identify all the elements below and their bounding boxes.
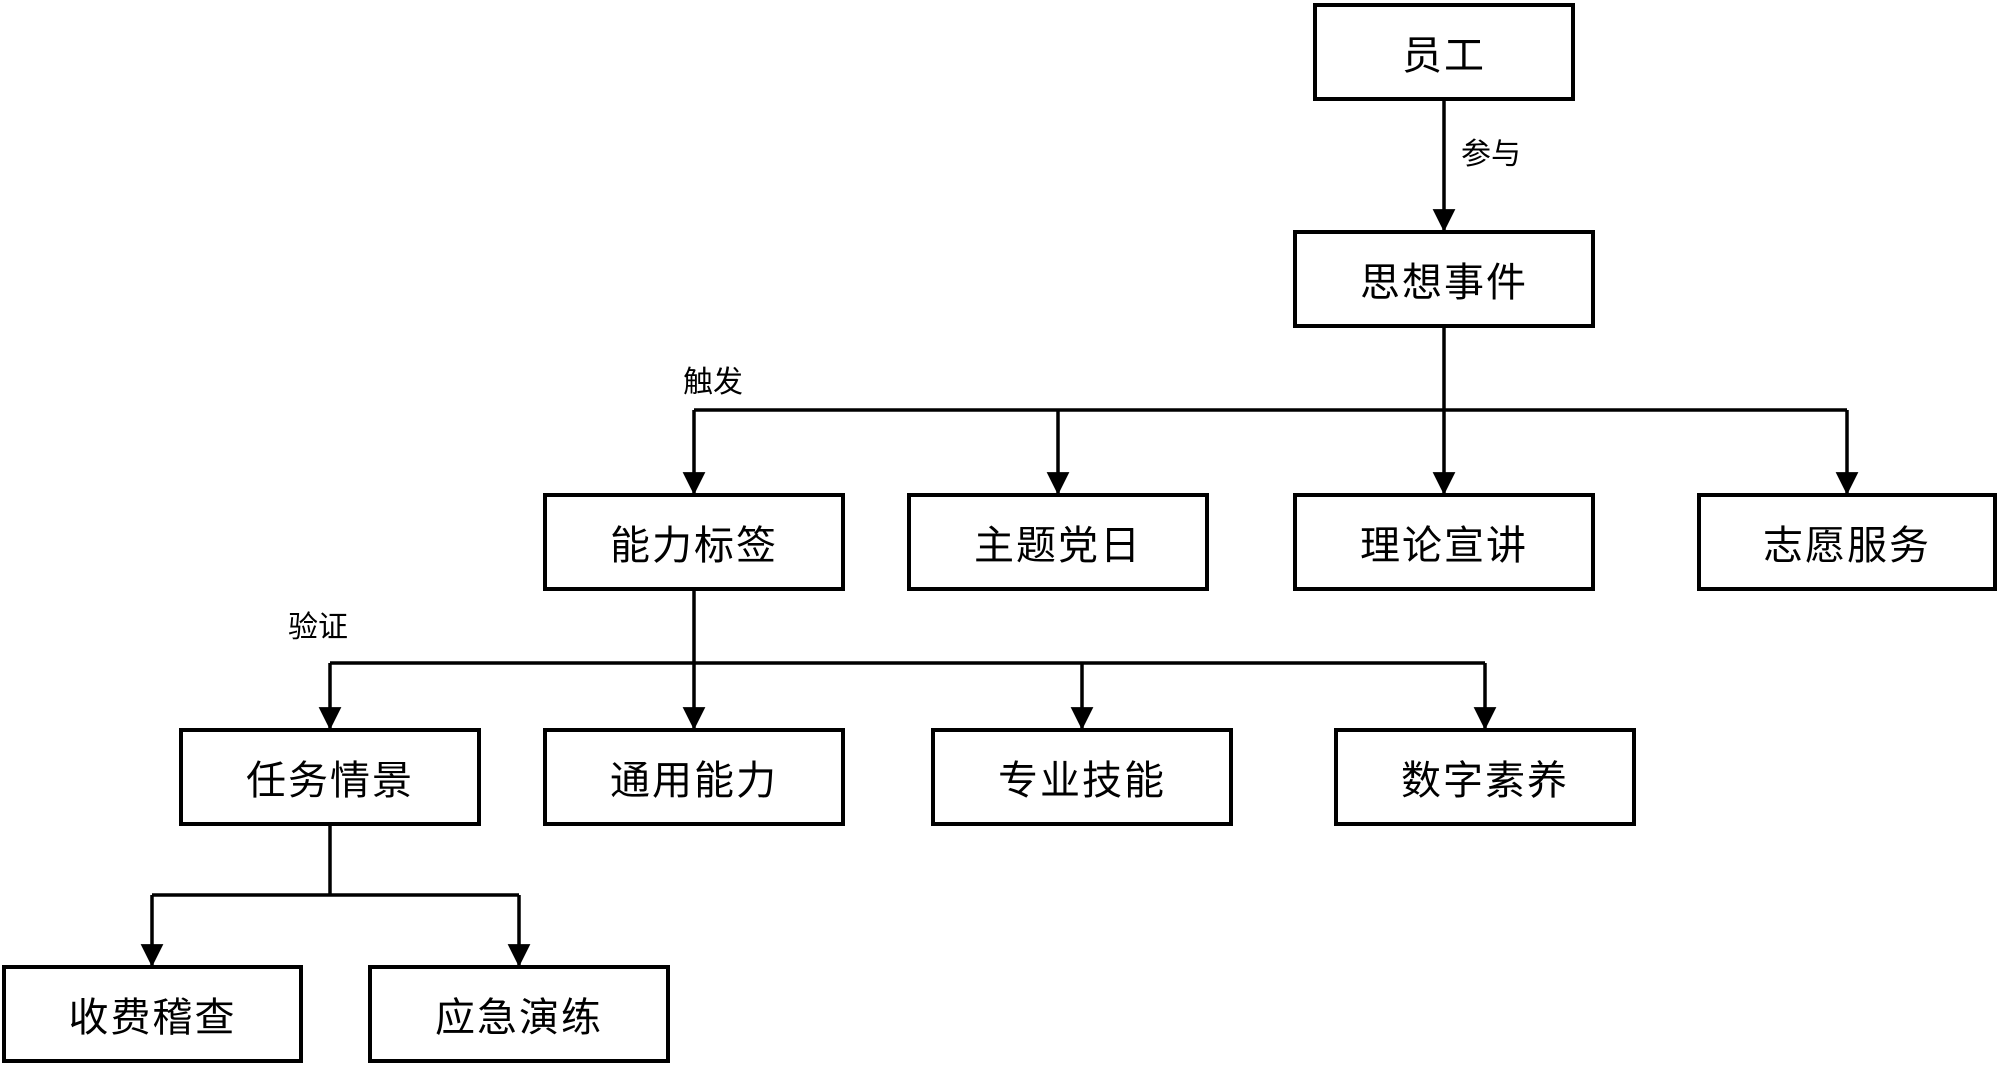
node-toll-inspection: 收费稽查	[2, 965, 303, 1063]
node-volunteer-service: 志愿服务	[1697, 493, 1997, 591]
node-ability-tag: 能力标签	[543, 493, 845, 591]
edge-label-trigger: 触发	[683, 366, 743, 399]
node-general-ability: 通用能力	[543, 728, 845, 826]
node-professional-skill: 专业技能	[931, 728, 1233, 826]
edge-label-verify: 验证	[288, 611, 348, 644]
node-theme-party-day: 主题党日	[907, 493, 1209, 591]
edge-label-participate: 参与	[1461, 138, 1521, 171]
node-emergency-drill: 应急演练	[368, 965, 670, 1063]
node-digital-literacy: 数字素养	[1334, 728, 1636, 826]
node-theory-preach: 理论宣讲	[1293, 493, 1595, 591]
node-ideology-event: 思想事件	[1293, 230, 1595, 328]
node-employee: 员工	[1313, 3, 1575, 101]
node-task-scenario: 任务情景	[179, 728, 481, 826]
